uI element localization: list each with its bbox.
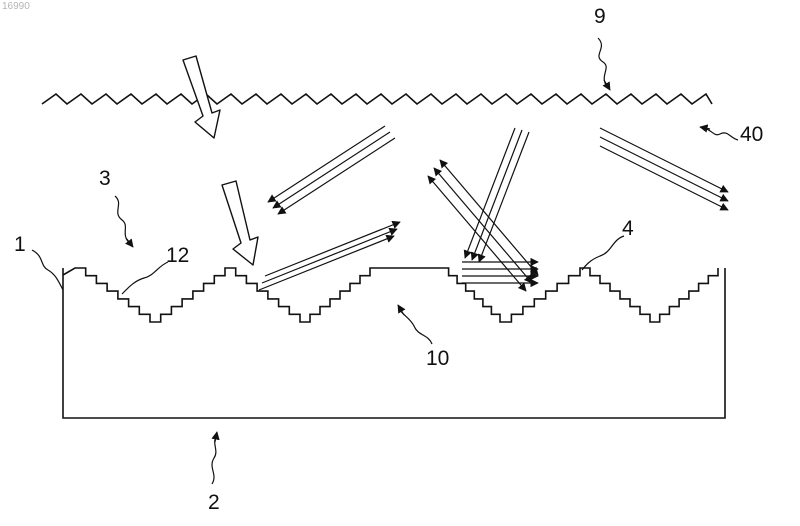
ray-line xyxy=(600,128,728,192)
ray-line xyxy=(259,236,394,290)
ray-line xyxy=(273,132,390,208)
upper-zigzag-surface xyxy=(42,94,712,104)
leader-40 xyxy=(704,128,738,140)
leader-10-arrow xyxy=(398,305,404,315)
label-12: 12 xyxy=(166,245,189,266)
leader-10 xyxy=(400,310,432,344)
leader-12 xyxy=(122,262,168,294)
label-4: 4 xyxy=(622,218,634,239)
ray-line xyxy=(472,130,522,260)
label-9: 9 xyxy=(594,6,606,27)
light-rays xyxy=(259,126,728,291)
leader-1 xyxy=(32,250,63,290)
label-3: 3 xyxy=(99,168,111,189)
ray-line xyxy=(268,126,385,202)
leader-2 xyxy=(212,436,216,484)
leader-3 xyxy=(115,196,130,244)
label-2: 2 xyxy=(208,492,220,513)
ray-line xyxy=(600,146,728,210)
label-1: 1 xyxy=(14,234,26,255)
ray-line xyxy=(479,132,529,262)
ray-line xyxy=(600,137,728,201)
leader-9-arrow xyxy=(604,80,610,90)
ray-line xyxy=(434,168,532,283)
ray-line xyxy=(428,176,526,291)
incident-light-arrow-middle xyxy=(222,181,258,265)
leader-4 xyxy=(582,236,624,270)
stepped-prism-surface xyxy=(63,268,718,322)
leader-3-arrow xyxy=(126,238,133,247)
incident-light-arrow-top xyxy=(183,56,220,138)
label-40: 40 xyxy=(740,124,763,145)
ray-line xyxy=(278,138,395,214)
ray-line xyxy=(440,160,538,275)
ray-line xyxy=(262,229,397,283)
substrate-outline xyxy=(63,268,725,418)
leader-9 xyxy=(598,38,608,88)
figure-id: 16990 xyxy=(2,1,30,12)
label-10: 10 xyxy=(426,348,449,369)
